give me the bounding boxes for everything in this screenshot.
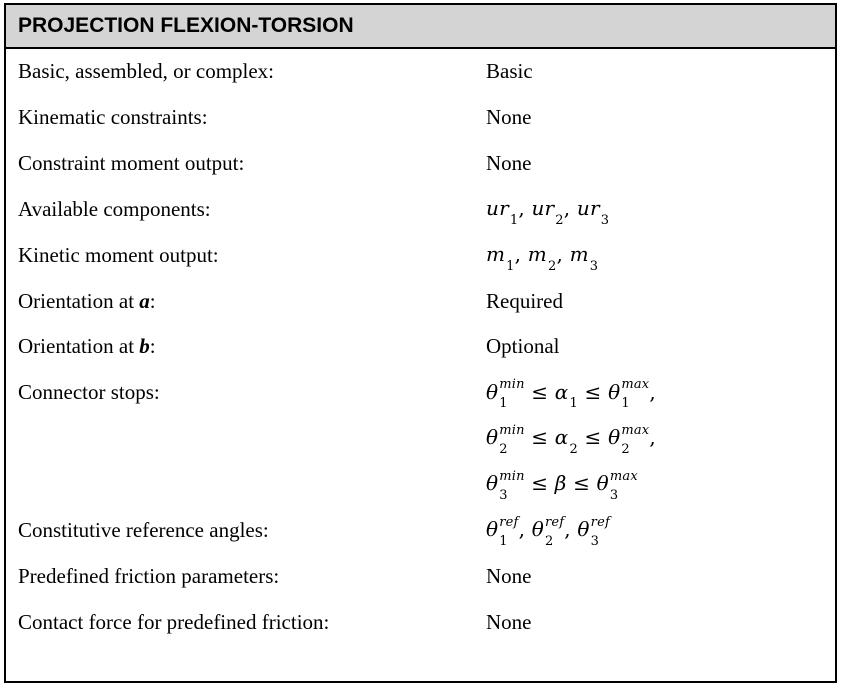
row-value: None xyxy=(486,563,532,588)
row-label: Connector stops: xyxy=(18,380,160,405)
table-row: Orientation at b: Optional xyxy=(6,324,835,370)
row-label: Kinematic constraints: xyxy=(18,105,208,130)
row-label: Kinetic moment output: xyxy=(18,242,219,267)
label-text: Orientation at xyxy=(18,288,140,313)
connector-properties-table: PROJECTION FLEXION-TORSION Basic, assemb… xyxy=(4,3,837,683)
label-text: Orientation at xyxy=(18,334,140,359)
row-label: Basic, assembled, or complex: xyxy=(18,59,275,84)
node-variable: b xyxy=(139,334,150,359)
row-label: Orientation at b: xyxy=(6,334,486,359)
table-row: Constraint moment output: None xyxy=(6,141,835,187)
table-row: Contact force for predefined friction: N… xyxy=(6,599,835,645)
node-variable: a xyxy=(139,288,150,313)
table-body: Basic, assembled, or complex: Basic Kine… xyxy=(6,49,835,645)
row-value-math: m 1, m 2, m 3 xyxy=(486,242,599,274)
row-value: None xyxy=(486,151,532,176)
row-value: None xyxy=(486,609,532,634)
row-label: Predefined friction parameters: xyxy=(18,563,280,588)
table-row: Kinetic moment output: m 1, m 2, m 3 xyxy=(6,232,835,278)
table-row: Orientation at a: Required xyxy=(6,278,835,324)
table-row: Basic, assembled, or complex: Basic xyxy=(6,49,835,95)
row-value: Optional xyxy=(486,334,560,359)
row-label: Contact force for predefined friction: xyxy=(18,609,330,634)
row-label: Constitutive reference angles: xyxy=(18,517,269,542)
label-suffix: : xyxy=(149,288,156,313)
row-value: None xyxy=(486,105,532,130)
row-label: Orientation at a: xyxy=(6,289,486,314)
row-label: Available components: xyxy=(18,196,211,221)
table-title: PROJECTION FLEXION-TORSION xyxy=(6,5,835,49)
table-row: Kinematic constraints: None xyxy=(6,95,835,141)
row-value-math: ur 1, ur 2, ur 3 xyxy=(486,196,610,228)
table-row: Predefined friction parameters: None xyxy=(6,553,835,599)
row-value: Basic xyxy=(486,59,533,84)
row-label: Constraint moment output: xyxy=(18,151,245,176)
row-value: Required xyxy=(486,288,563,313)
label-suffix: : xyxy=(149,334,156,359)
table-row: Available components: ur 1, ur 2, ur 3 xyxy=(6,187,835,233)
